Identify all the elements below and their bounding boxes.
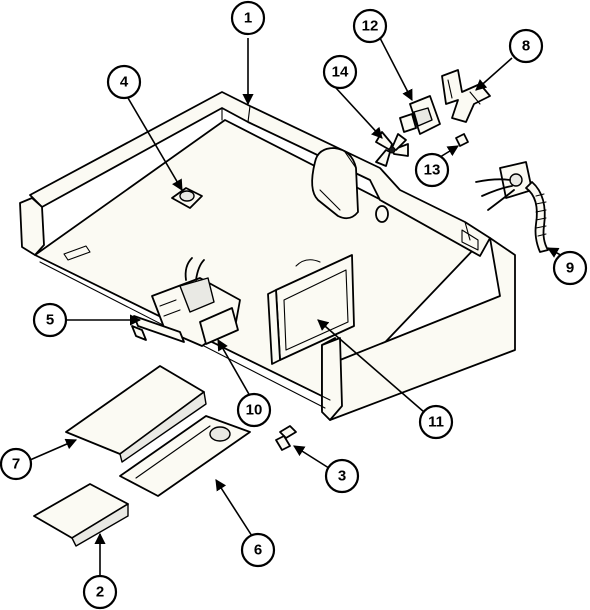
callout-4: 4: [106, 64, 142, 100]
callout-3: 3: [324, 458, 360, 494]
callout-11-label: 11: [428, 414, 444, 431]
small-cover: [33, 483, 129, 547]
callout-12-label: 12: [362, 18, 379, 35]
callout-3-label: 3: [338, 468, 346, 485]
callout-14-label: 14: [332, 64, 349, 81]
leader-lines: [29, 37, 567, 580]
bracket-plate: [119, 415, 251, 497]
callout-6: 6: [240, 532, 276, 568]
leveling-foot: [275, 425, 297, 451]
callout-8-label: 8: [522, 38, 530, 55]
callout-2: 2: [82, 574, 118, 610]
callout-9: 9: [552, 250, 588, 286]
latch-bracket: [131, 315, 185, 343]
motor-bracket: [441, 69, 491, 123]
callout-9-label: 9: [566, 260, 574, 277]
callout-10: 10: [236, 392, 272, 428]
callout-11: 11: [418, 404, 454, 440]
callout-5-label: 5: [46, 312, 54, 329]
callout-8: 8: [508, 28, 544, 64]
callout-10-label: 10: [246, 402, 263, 419]
callout-14: 14: [322, 54, 358, 90]
fan-motor: [399, 95, 441, 135]
callout-5: 5: [32, 302, 68, 338]
callout-7: 7: [0, 447, 33, 481]
power-cord: [475, 161, 549, 253]
callout-13-label: 13: [424, 162, 441, 179]
control-panel-board: [267, 254, 355, 365]
callout-6-label: 6: [254, 542, 262, 559]
callout-1-label: 1: [244, 10, 252, 27]
callout-1: 1: [230, 0, 266, 36]
callout-4-label: 4: [120, 74, 129, 91]
callout-12: 12: [352, 8, 388, 44]
screw: [455, 133, 469, 147]
callout-2-label: 2: [96, 584, 104, 601]
callout-7-label: 7: [12, 456, 20, 473]
thermostat: [171, 187, 203, 209]
callout-13: 13: [414, 152, 450, 188]
base-pan: [19, 91, 516, 421]
large-cover: [65, 365, 207, 463]
